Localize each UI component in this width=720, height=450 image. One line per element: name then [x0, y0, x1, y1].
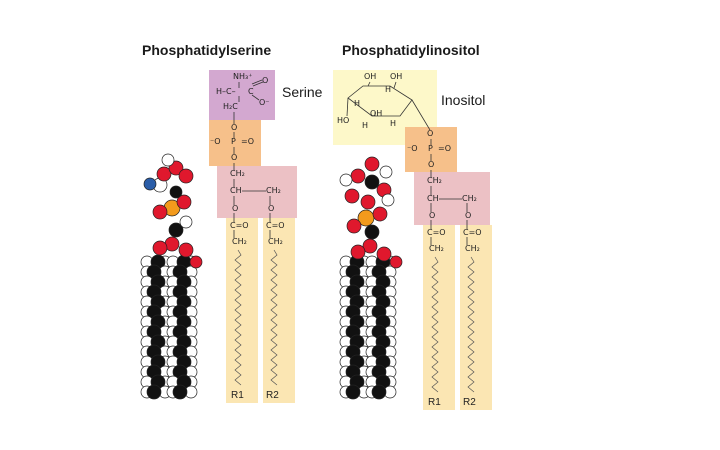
carbonyl-r2-text: C=O: [266, 221, 285, 230]
phosphate-double-oxygen-text: =O: [241, 137, 254, 146]
phosphate-group-box: [209, 120, 261, 166]
ps-model-carbon-atom: [168, 222, 184, 238]
phosphate-bottom-oxygen-right-text: O: [428, 160, 435, 169]
pi-model-carbon-atom: [371, 384, 387, 400]
chain-r2-ch2-text: CH₂: [268, 237, 283, 246]
ps-model-oxygen-atom: [178, 242, 194, 258]
pi-model-hydrogen-atom: [381, 193, 395, 207]
alpha-carbon-text: H–C–: [216, 87, 236, 96]
pi-model-oxygen-atom: [346, 218, 362, 234]
inositol-h-4-text: H: [362, 121, 369, 130]
r1-label: R1: [231, 390, 244, 401]
inositol-h-1-text: H: [385, 85, 392, 94]
carbonyl-r2-right-text: C=O: [463, 228, 482, 237]
glycerol-ch2-right-text: CH₂: [266, 186, 281, 195]
fatty-acid-chain-r1-box: [226, 218, 258, 403]
fatty-acid-chain-r2-box: [263, 218, 295, 403]
carboxylate-text: O⁻: [259, 98, 270, 107]
ester-oxygen-text: O: [231, 123, 238, 132]
ps-model-oxygen-atom: [156, 166, 172, 182]
ps-model-oxygen-atom: [168, 160, 184, 176]
ps-model-carbon-atom: [146, 384, 162, 400]
methylene-text: H₂C: [223, 102, 238, 111]
pi-model-oxygen-atom: [372, 206, 388, 222]
zigzag-chain-r1-left: [234, 249, 242, 386]
pi-model-carbon-atom: [364, 174, 380, 190]
serine-label: Serine: [282, 84, 323, 100]
r1-label-right: R1: [428, 397, 441, 408]
phosphate-top-oxygen-right-text: O: [427, 129, 434, 138]
phosphate-bottom-oxygen-text: O: [231, 153, 238, 162]
phosphate-left-oxygen-text: ⁻O: [210, 137, 221, 146]
glycerol-o1-right-text: O: [429, 211, 436, 220]
glycerol-o2-text: O: [268, 204, 275, 213]
glycerol-o1-text: O: [232, 204, 239, 213]
carboxyl-carbon-text: C: [248, 87, 254, 96]
ps-model-carbon-atom: [169, 185, 183, 199]
chain-r1-ch2-text: CH₂: [232, 237, 247, 246]
chain-r2-ch2-right-text: CH₂: [465, 244, 480, 253]
inositol-oh-3-text: OH: [370, 109, 383, 118]
pi-model-oxygen-atom: [389, 255, 403, 269]
phosphate-double-oxygen-right-text: =O: [438, 144, 451, 153]
pi-model-hydrogen-atom: [379, 165, 393, 179]
r2-label: R2: [266, 390, 279, 401]
pi-model-oxygen-atom: [376, 246, 392, 262]
r2-label-right: R2: [463, 397, 476, 408]
inositol-oh-1-text: OH: [364, 72, 377, 81]
serine-headgroup-box: [209, 70, 275, 120]
ps-model-nitrogen-atom: [143, 177, 157, 191]
glycerol-backbone-box-right: [414, 172, 490, 225]
ps-model-oxygen-atom: [176, 194, 192, 210]
glycerol-ch2-text: CH₂: [230, 169, 245, 178]
inositol-h-3-text: H: [390, 119, 397, 128]
phosphorus-right-text: P: [428, 144, 433, 153]
zigzag-chain-r2-right: [467, 256, 475, 393]
ps-model-oxygen-atom: [152, 240, 168, 256]
pi-model-oxygen-atom: [344, 188, 360, 204]
glycerol-ch-text: CH: [230, 186, 242, 195]
glycerol-ch2-right-top-text: CH₂: [427, 176, 442, 185]
glycerol-backbone-box: [217, 166, 297, 218]
pi-model-carbon-atom: [345, 384, 361, 400]
zigzag-chain-r2-left: [270, 249, 278, 386]
ps-model-hydrogen-atom: [161, 153, 175, 167]
fatty-acid-chain-r1-box-right: [423, 225, 455, 410]
pi-model-oxygen-atom: [350, 244, 366, 260]
fatty-acid-chain-r2-box-right: [460, 225, 492, 410]
inositol-h-2-text: H: [354, 99, 361, 108]
ammonium-text: NH₃⁺: [233, 72, 253, 81]
glycerol-o2-right-text: O: [465, 211, 472, 220]
title-phosphatidylserine: Phosphatidylserine: [142, 42, 272, 58]
glycerol-ch-right-text: CH: [427, 194, 439, 203]
glycerol-ch2-right-side-text: CH₂: [462, 194, 477, 203]
inositol-oh-2-text: OH: [390, 72, 403, 81]
carboxyl-oxygen-text: O: [262, 76, 269, 85]
inositol-ho-text: HO: [337, 116, 350, 125]
pi-model-oxygen-atom: [360, 194, 376, 210]
phosphate-group-box-right: [405, 127, 457, 172]
ps-model-hydrogen-atom: [179, 215, 193, 229]
pi-model-hydrogen-atom: [339, 173, 353, 187]
ps-model-carbon-atom: [172, 384, 188, 400]
phosphate-left-oxygen-right-text: ⁻O: [407, 144, 418, 153]
carbonyl-r1-right-text: C=O: [427, 228, 446, 237]
pi-model-oxygen-atom: [350, 168, 366, 184]
chain-r1-ch2-right-text: CH₂: [429, 244, 444, 253]
inositol-label: Inositol: [441, 92, 486, 108]
ps-model-oxygen-atom: [189, 255, 203, 269]
ps-model-oxygen-atom: [178, 168, 194, 184]
phosphorus-text: P: [231, 137, 236, 146]
carbonyl-r1-text: C=O: [230, 221, 249, 230]
ps-model-oxygen-atom: [152, 204, 168, 220]
zigzag-chain-r1-right: [431, 256, 439, 393]
title-phosphatidylinositol: Phosphatidylinositol: [342, 42, 480, 58]
pi-model-oxygen-atom: [364, 156, 380, 172]
pi-model-carbon-atom: [364, 224, 380, 240]
